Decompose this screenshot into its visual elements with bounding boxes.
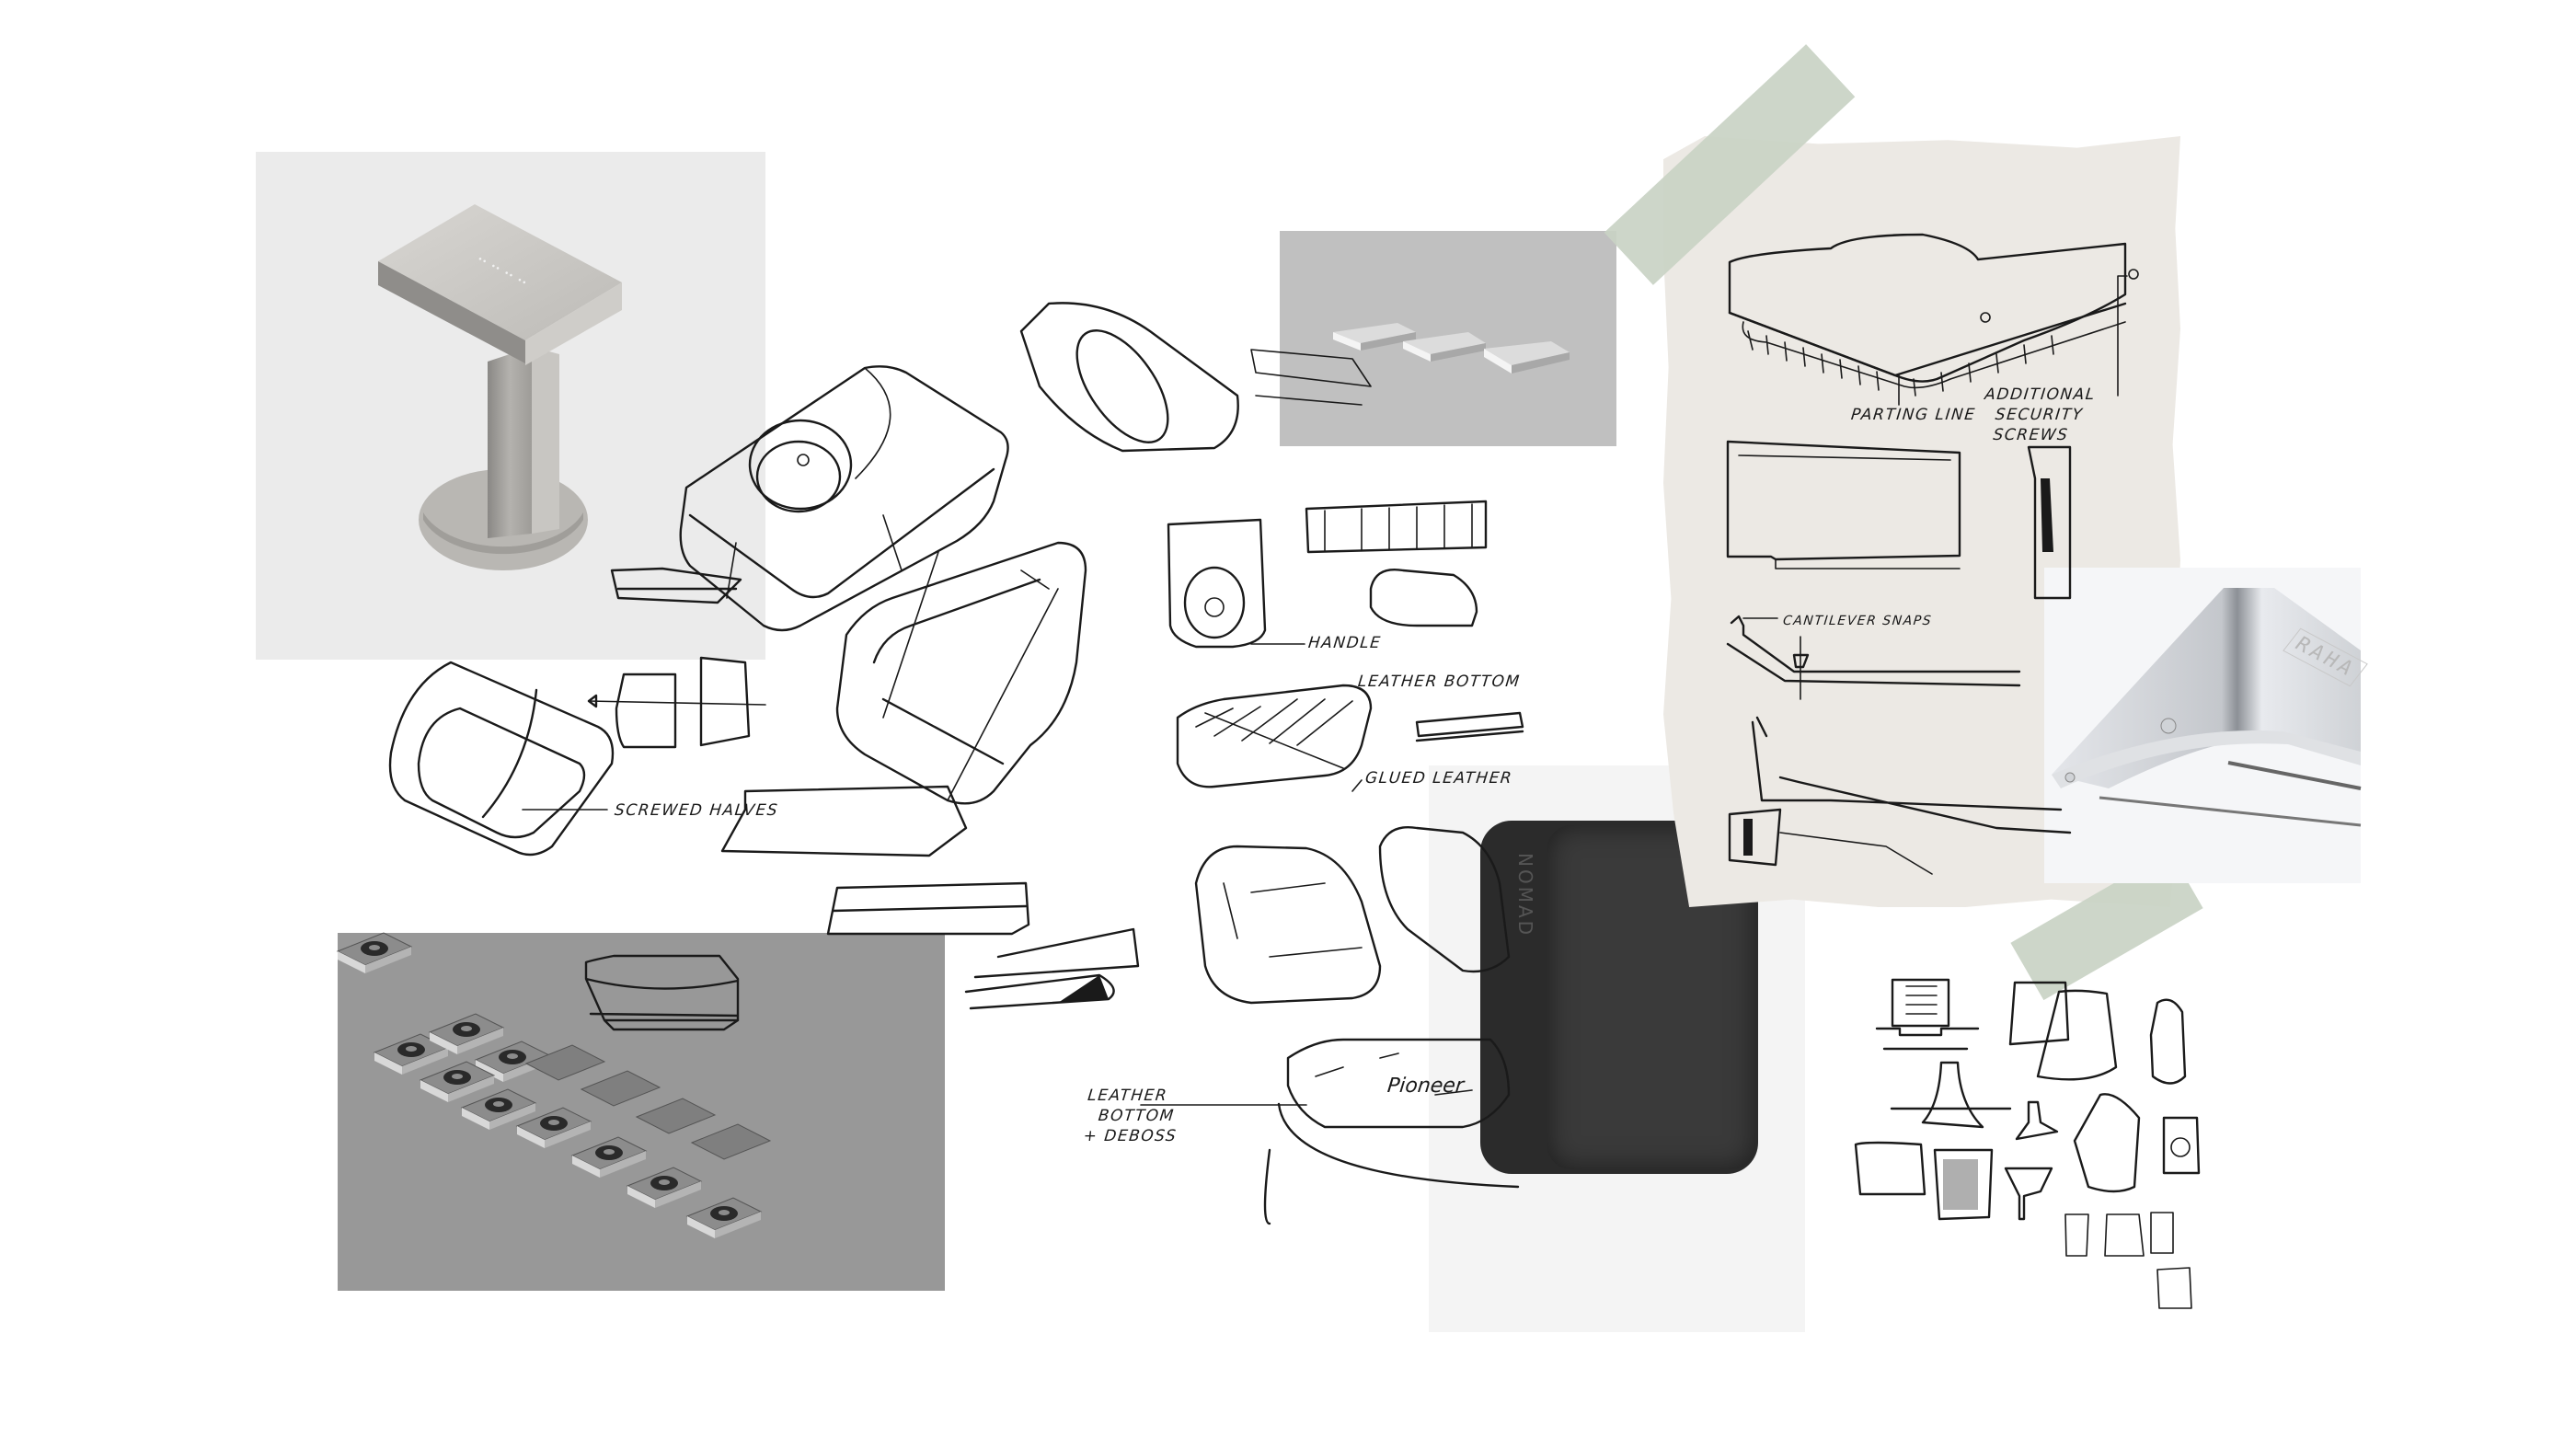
- white-pads-image: [1333, 323, 1570, 374]
- grid-render-panel: [336, 932, 945, 1291]
- sketch-tray-device: [835, 541, 1087, 805]
- sketch-paper-corner: [1728, 233, 2139, 406]
- sketch-handle-top: [1019, 302, 1372, 453]
- sketch-handle-detail: [1167, 500, 1488, 649]
- sketch-wedge-profiles: [610, 567, 1140, 1010]
- sketch-screwed-halves: [388, 656, 766, 857]
- sketch-leather-bottom: [1176, 684, 1524, 788]
- sketch-paper-sections: [1726, 440, 2072, 875]
- pads-render-panel: [1280, 231, 1616, 446]
- sketch-form-studies: [1854, 978, 2201, 1309]
- bracket-photo-panel: RAHA: [2044, 568, 2368, 883]
- sketch-puck-device: [679, 365, 1009, 632]
- aluminum-bracket-image: [2052, 588, 2362, 827]
- puck-variations-image: [336, 932, 772, 1239]
- stand-photo-panel: •• •• •• ••: [256, 152, 765, 660]
- steel-stand-image: •• •• •• ••: [378, 204, 622, 570]
- sketch-lower-devices: [1194, 826, 1520, 1225]
